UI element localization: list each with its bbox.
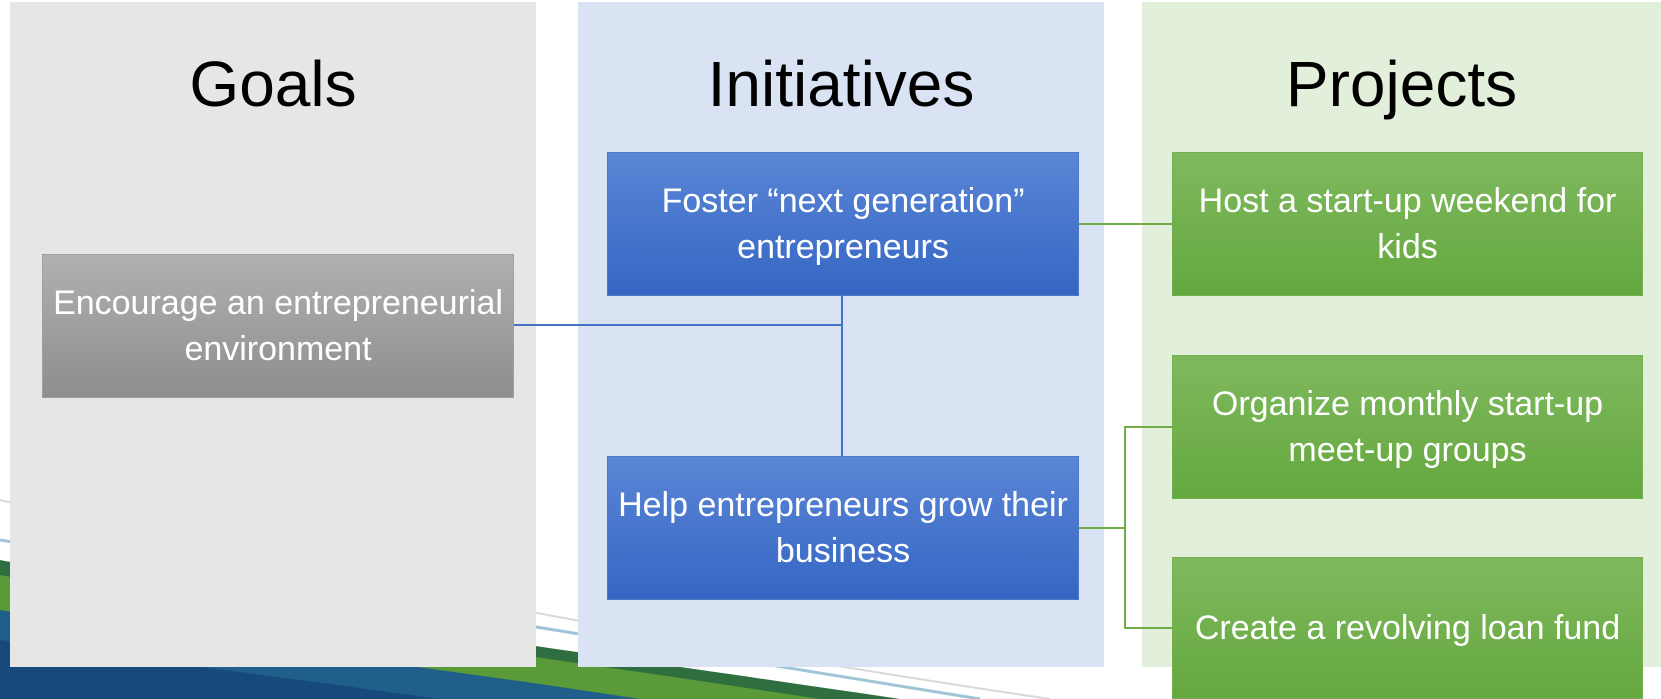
goal-box: Encourage an entrepreneurial environment: [42, 254, 514, 398]
project-box-loan-fund-label: Create a revolving loan fund: [1194, 609, 1621, 647]
goals-title: Goals: [189, 48, 357, 120]
project-box-meetup-groups: Organize monthly start-up meet-up groups: [1172, 355, 1643, 499]
initiative-box-foster-label: Foster “next generation” entrepreneurs: [661, 182, 1025, 266]
initiatives-title: Initiatives: [707, 48, 975, 120]
initiative-box-foster: Foster “next generation” entrepreneurs: [607, 152, 1079, 296]
goal-box-label: Encourage an entrepreneurial environment: [53, 284, 503, 368]
projects-column: Projects: [1142, 2, 1661, 667]
projects-title: Projects: [1285, 48, 1518, 120]
initiative-box-grow-label: Help entrepreneurs grow their business: [618, 486, 1068, 570]
project-box-startup-weekend: Host a start-up weekend for kids: [1172, 152, 1643, 296]
initiative-box-grow: Help entrepreneurs grow their business: [607, 456, 1079, 600]
project-box-loan-fund: Create a revolving loan fund: [1172, 557, 1643, 699]
project-box-startup-weekend-label: Host a start-up weekend for kids: [1198, 182, 1617, 266]
project-box-meetup-groups-label: Organize monthly start-up meet-up groups: [1211, 385, 1604, 469]
